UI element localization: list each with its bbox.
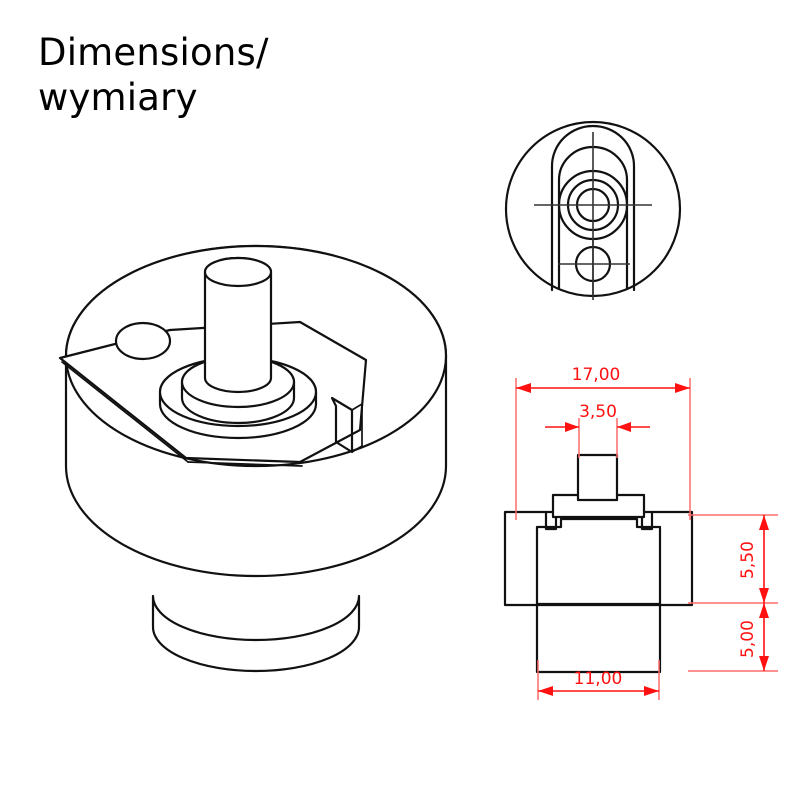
front-view-notch-right (640, 510, 654, 531)
dimension-17-00-arrow-left (516, 383, 531, 393)
dimension-5-50-label: 5,50 (738, 541, 758, 579)
top-view-rounded-rect-outer (550, 124, 636, 292)
dimension-11-00: 11,00 (537, 660, 660, 700)
iso-small-hole (114, 321, 172, 361)
dimension-5-50-arrow-bottom (759, 588, 769, 603)
dimension-11-00-label: 11,00 (574, 669, 623, 689)
front-view-base-block (535, 602, 662, 674)
front-view-inner-recess (535, 517, 662, 606)
dimension-11-00-arrow-right (644, 686, 659, 696)
dimension-3-50-label: 3,50 (579, 402, 617, 422)
iso-notch-slot (330, 396, 363, 454)
dimension-3-50: 3,50 (545, 402, 650, 458)
dimension-5-00-label: 5,00 (738, 620, 758, 658)
top-view-lower-crosshair (558, 240, 630, 300)
front-view-shaft (576, 453, 619, 502)
front-view-notch-left (544, 510, 558, 531)
dimension-17-00-label: 17,00 (572, 365, 621, 385)
front-dimensioned-view (503, 453, 694, 674)
iso-lower-base-cylinder (151, 594, 361, 673)
dimension-5-00-arrow-top (759, 603, 769, 618)
dimension-11-00-arrow-left (538, 686, 553, 696)
dimension-17-00-arrow-right (675, 383, 690, 393)
dimension-3-50-arrow-left (565, 422, 579, 432)
dimension-5-50-arrow-top (759, 515, 769, 530)
isometric-3d-view (58, 244, 448, 673)
page-title: Dimensions/ wymiary (38, 31, 269, 120)
dimension-5-00-arrow-bottom (759, 656, 769, 671)
top-view (504, 120, 682, 300)
dimension-17-00: 17,00 (515, 365, 691, 520)
dimension-5-50: 5,50 (688, 514, 778, 604)
dimension-5-00: 5,00 (688, 603, 778, 672)
iso-top-shaft-cylinder (203, 256, 273, 394)
dimension-3-50-arrow-right (617, 422, 631, 432)
